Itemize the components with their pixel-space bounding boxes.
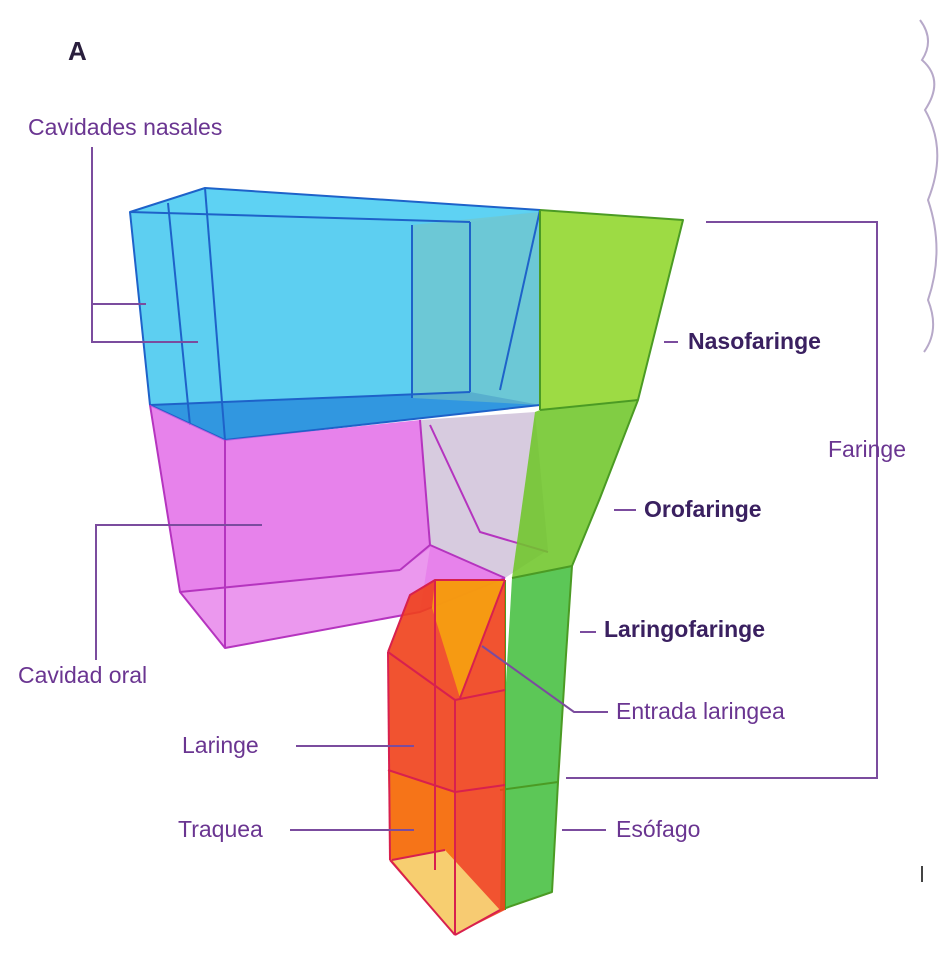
faringe-bracket — [566, 221, 878, 779]
panel-letter: A — [68, 36, 87, 66]
leader-entrada-laringea — [481, 645, 608, 713]
leader-cavidades-nasales — [91, 147, 198, 343]
label-entrada-laringea: Entrada laringea — [616, 698, 785, 724]
label-traquea: Traquea — [178, 816, 263, 842]
oral-cavity-block — [149, 404, 549, 649]
label-faringe: Faringe — [828, 436, 906, 462]
margin-bracket-mark — [919, 19, 939, 353]
label-nasofaringe: Nasofaringe — [688, 328, 821, 354]
label-esofago: Esófago — [616, 816, 701, 842]
label-orofaringe: Orofaringe — [644, 496, 762, 522]
label-laringe: Laringe — [182, 732, 259, 758]
label-cavidades-nasales: Cavidades nasales — [28, 114, 223, 140]
leader-lines — [91, 147, 878, 831]
pharynx-block — [499, 209, 684, 911]
label-cavidad-oral: Cavidad oral — [18, 662, 148, 688]
larynx-trachea-block — [387, 579, 506, 936]
label-laringofaringe: Laringofaringe — [604, 616, 766, 642]
nasal-cavity-block — [129, 187, 541, 441]
leader-cavidad-oral — [95, 524, 262, 660]
